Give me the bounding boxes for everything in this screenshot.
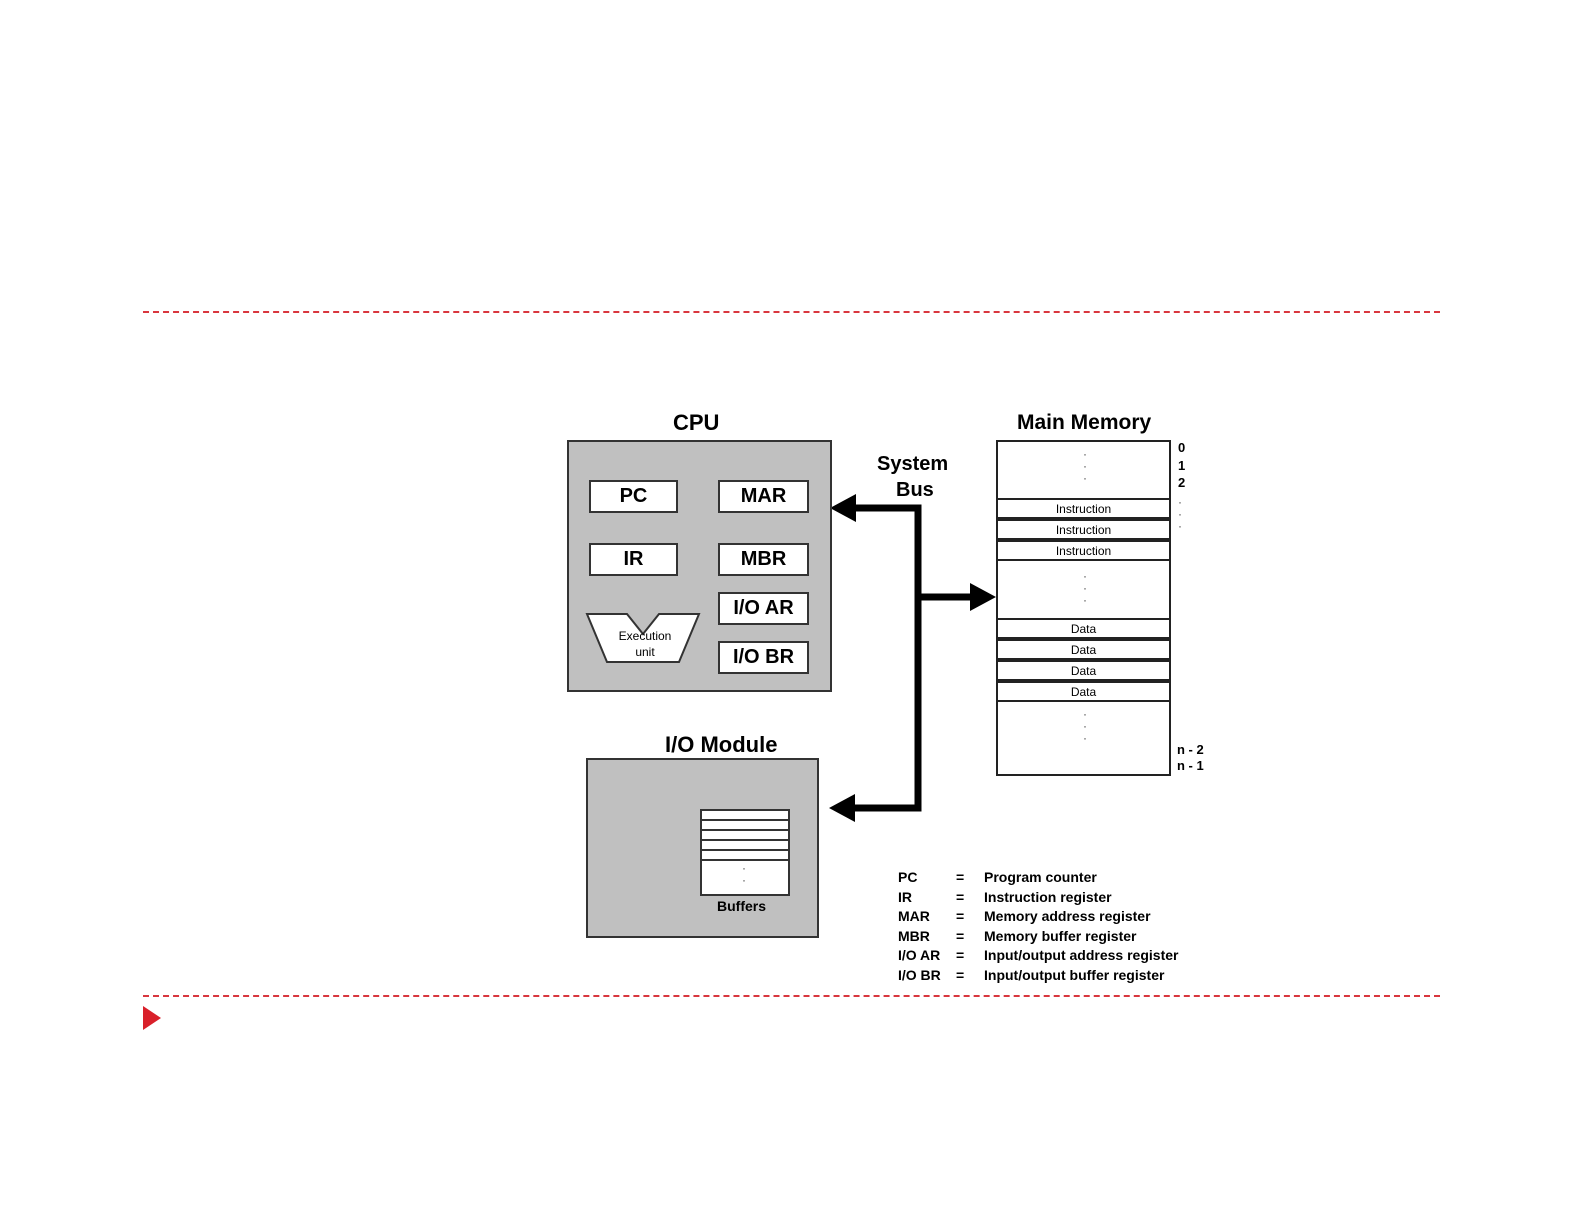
- legend-equals: =: [956, 947, 965, 964]
- bottom-divider: [143, 995, 1440, 997]
- legend-equals: =: [956, 869, 965, 885]
- buffers-label: Buffers: [717, 898, 767, 914]
- legend-row: MAR = Memory address register: [898, 907, 1178, 927]
- memory-address-n-1: n - 1: [1177, 758, 1204, 773]
- memory-instruction-row: Instruction: [996, 498, 1171, 519]
- memory-data-row: Data: [996, 681, 1171, 702]
- legend-abbr: IR: [898, 888, 912, 905]
- memory-address-dots: ···: [1178, 495, 1182, 533]
- memory-address-1: 1: [1178, 458, 1186, 473]
- legend-desc: Memory buffer register: [984, 927, 1137, 944]
- buffer-divider: [700, 859, 790, 861]
- legend-equals: =: [956, 888, 965, 905]
- memory-address-n-2: n - 2: [1177, 742, 1204, 757]
- io-module-title: I/O Module: [665, 732, 778, 757]
- legend-desc: Input/output address register: [984, 947, 1179, 964]
- memory-dots-top: ···: [1083, 447, 1087, 485]
- legend-desc: Program counter: [984, 869, 1097, 885]
- legend-desc: Memory address register: [984, 908, 1151, 925]
- register-io-br: I/O BR: [718, 641, 809, 674]
- main-memory-title: Main Memory: [1017, 411, 1152, 434]
- legend-abbr: I/O AR: [898, 947, 941, 964]
- execution-unit-shape: [585, 613, 701, 663]
- buffer-divider: [700, 839, 790, 841]
- register-io-ar: I/O AR: [718, 592, 809, 625]
- legend-equals: =: [956, 908, 965, 925]
- legend: PC = Program counter IR = Instruction re…: [898, 868, 1178, 986]
- memory-dots-middle: ···: [1083, 569, 1087, 607]
- memory-address-2: 2: [1178, 475, 1186, 490]
- legend-row: MBR = Memory buffer register: [898, 927, 1178, 947]
- memory-data-row: Data: [996, 639, 1171, 660]
- system-bus-label-2: Bus: [896, 479, 934, 501]
- memory-dots-bottom: ···: [1083, 707, 1087, 745]
- legend-equals: =: [956, 966, 965, 983]
- top-divider: [143, 311, 1440, 313]
- legend-row: I/O BR = Input/output buffer register: [898, 966, 1178, 986]
- legend-abbr: I/O BR: [898, 966, 941, 983]
- system-bus-label-1: System: [877, 453, 949, 475]
- legend-desc: Instruction register: [984, 888, 1112, 905]
- buffer-divider: [700, 819, 790, 821]
- cpu-title: CPU: [673, 410, 720, 435]
- memory-block: [996, 440, 1171, 776]
- io-buffers-block: [700, 809, 790, 896]
- register-pc: PC: [589, 480, 678, 513]
- memory-data-row: Data: [996, 660, 1171, 681]
- execution-unit-label-1: Execution: [618, 629, 672, 643]
- memory-instruction-row: Instruction: [996, 519, 1171, 540]
- memory-instruction-row: Instruction: [996, 540, 1171, 561]
- buffer-divider: [700, 849, 790, 851]
- buffer-divider: [700, 829, 790, 831]
- buffer-dots: ··: [742, 861, 746, 887]
- slide-bullet-arrow-icon: [143, 1006, 161, 1030]
- legend-equals: =: [956, 927, 965, 944]
- legend-desc: Input/output buffer register: [984, 966, 1165, 983]
- execution-unit-label-2: unit: [635, 645, 655, 659]
- legend-abbr: PC: [898, 869, 918, 885]
- legend-row: I/O AR = Input/output address register: [898, 946, 1178, 966]
- legend-abbr: MBR: [898, 927, 930, 944]
- memory-data-row: Data: [996, 618, 1171, 639]
- memory-address-0: 0: [1178, 440, 1186, 455]
- legend-abbr: MAR: [898, 908, 930, 925]
- register-mar: MAR: [718, 480, 809, 513]
- legend-row: IR = Instruction register: [898, 888, 1178, 908]
- register-mbr: MBR: [718, 543, 809, 576]
- register-ir: IR: [589, 543, 678, 576]
- legend-row: PC = Program counter: [898, 868, 1178, 888]
